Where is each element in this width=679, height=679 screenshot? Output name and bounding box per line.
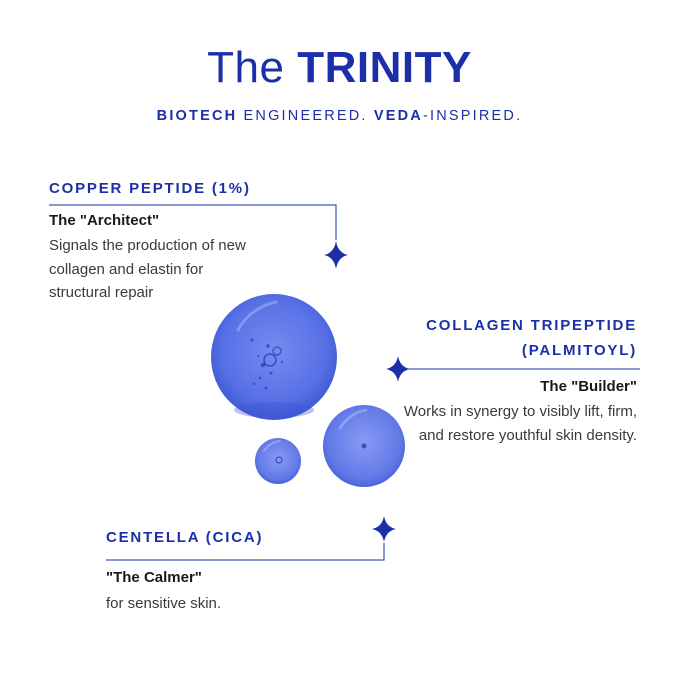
sparkle-icon-copper: [324, 241, 348, 269]
collagen-role: The "Builder": [540, 378, 637, 395]
centella-heading: CENTELLA (CICA): [106, 529, 264, 546]
title-light: The: [207, 43, 285, 92]
sparkle-icon-cica: [372, 516, 396, 542]
tagline-inspired: -INSPIRED.: [422, 108, 523, 124]
copper-connector-line: [49, 204, 337, 240]
page-title: The TRINITY: [0, 42, 679, 94]
collagen-heading-line1: COLLAGEN TRIPEPTIDE: [426, 317, 637, 334]
copper-peptide-description: Signals the production of new collagen a…: [49, 237, 246, 301]
sparkle-icon-collagen: [386, 356, 410, 382]
tagline-engineered: ENGINEERED.: [237, 108, 374, 124]
tagline-veda: VEDA: [373, 108, 423, 124]
tagline: BIOTECH ENGINEERED. VEDA-INSPIRED.: [0, 108, 679, 124]
copper-peptide-role: The "Architect": [49, 212, 160, 229]
cica-connector-line: [106, 543, 385, 561]
tagline-biotech: BIOTECH: [156, 108, 238, 124]
droplet-icon-medium: [323, 405, 405, 487]
collagen-heading-line2: (PALMITOYL): [521, 342, 637, 359]
collagen-description: Works in synergy to visibly lift, firm, …: [403, 403, 637, 444]
centella-description: for sensitive skin.: [106, 595, 222, 612]
title-bold: TRINITY: [297, 43, 472, 92]
droplet-icon-small: [255, 438, 301, 484]
centella-role: "The Calmer": [106, 569, 202, 586]
droplet-icon-large: [211, 294, 337, 420]
copper-peptide-heading: COPPER PEPTIDE (1%): [49, 180, 251, 197]
